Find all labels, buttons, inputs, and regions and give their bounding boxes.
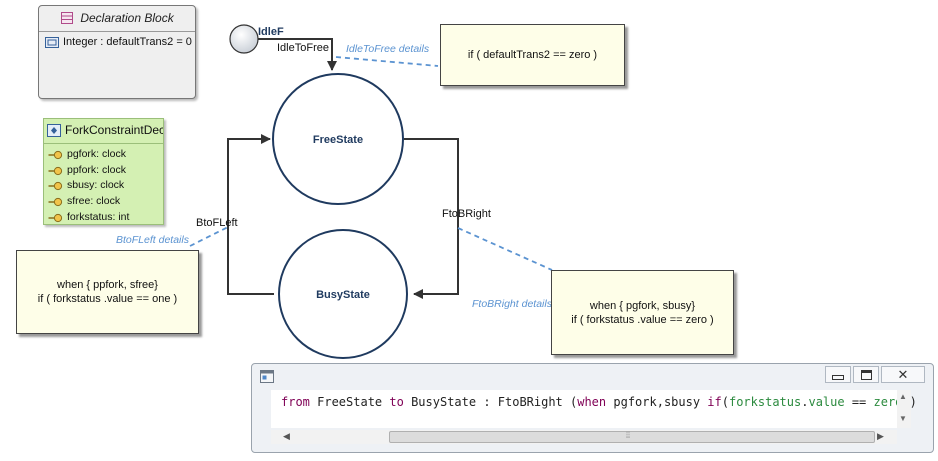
fork-item-label: sbusy: clock [67,179,125,192]
code-identifier: value [808,395,845,409]
code-identifier: forkstatus [728,395,802,409]
grip-icon: ⦙⦙ [626,430,631,440]
transition-idle-to-free-line[interactable] [258,38,337,71]
code-line: from FreeState to BusyState : FtoBRight … [281,395,917,409]
transition-text-editor[interactable]: ✕ from FreeState to BusyState : FtoBRigh… [251,363,934,453]
transition-idle-to-free-label[interactable]: IdleToFree [277,42,329,54]
b-to-f-left-detail-connector [189,226,229,247]
int-variable-icon [48,213,63,222]
code-text: pgfork,sbusy [606,395,708,409]
vertical-scrollbar[interactable]: ▲ ▼ [897,390,911,428]
b-to-f-left-note[interactable]: when { ppfork, sfree} if ( forkstatus .v… [16,250,199,334]
code-text: == [844,395,874,409]
scroll-right-icon[interactable]: ▶ [877,431,884,441]
code-keyword-to: to [389,395,404,409]
busy-state-node[interactable] [278,229,408,359]
code-text: ( [721,395,729,409]
free-state-node[interactable] [272,73,404,205]
idle-to-free-details-link[interactable]: IdleToFree details [346,43,430,55]
fork-constraint-divider [44,143,163,144]
declaration-block-icon [61,12,74,24]
clock-variable-icon [48,150,63,159]
list-item[interactable]: sbusy: clock [48,178,129,194]
clock-variable-icon [48,166,63,175]
idle-to-free-note-text: if ( defaultTrans2 == zero ) [467,49,598,61]
f-to-b-right-note-line1: when { pgfork, sbusy} [589,299,696,312]
declaration-block-divider [39,31,195,32]
scroll-down-icon[interactable]: ▼ [899,414,907,423]
declaration-block-title: Declaration Block [80,11,174,25]
scroll-left-icon[interactable]: ◀ [283,431,290,441]
f-to-b-right-note-line2: if ( forkstatus .value == zero ) [571,313,714,326]
minimize-icon [832,375,844,380]
transition-b-to-f-left-line[interactable] [227,134,274,295]
code-text: BusyState : FtoBRight ( [403,395,578,409]
variable-icon [45,36,59,48]
code-input[interactable]: from FreeState to BusyState : FtoBRight … [271,390,917,428]
fork-constraint-list: pgfork: clock ppfork: clock sbusy: clock… [48,147,130,224]
declaration-entry[interactable]: Integer : defaultTrans2 = 0 [45,36,192,48]
minimize-button[interactable] [825,366,851,383]
free-state-label: FreeState [313,134,363,146]
idle-to-free-detail-connector [335,56,439,67]
b-to-f-left-details-link[interactable]: BtoFLeft details [116,234,190,246]
initial-state-node[interactable] [229,24,259,54]
code-keyword-from: from [281,395,310,409]
fork-constraint-title: ForkConstraintDecl [65,123,164,137]
close-icon: ✕ [897,366,909,382]
code-text: FreeState [309,395,390,409]
fork-item-label: ppfork: clock [67,163,126,176]
transition-f-to-b-right-line[interactable] [404,138,459,299]
close-button[interactable]: ✕ [881,366,925,383]
code-identifier: zero [873,395,903,409]
clock-variable-icon [48,182,63,191]
f-to-b-right-detail-connector [457,227,553,271]
f-to-b-right-details-link[interactable]: FtoBRight details [472,298,553,310]
declaration-entry-text: Integer : defaultTrans2 = 0 [63,36,192,48]
declaration-block[interactable]: Declaration Block Integer : defaultTrans… [38,5,196,99]
fork-item-label: sfree: clock [67,195,121,208]
fork-constraint-header: ForkConstraintDecl [47,123,164,137]
initial-state-label: IdleF [258,26,284,38]
fork-constraint-block[interactable]: ForkConstraintDecl pgfork: clock ppfork:… [43,118,164,225]
idle-to-free-note[interactable]: if ( defaultTrans2 == zero ) [440,24,625,86]
b-to-f-left-note-line1: when { ppfork, sfree} [57,279,158,291]
busy-state-label: BusyState [316,289,370,301]
list-item[interactable]: pgfork: clock [48,147,129,163]
declaration-block-header: Declaration Block [39,11,195,25]
transition-f-to-b-right-label[interactable]: FtoBRight [442,208,491,220]
list-item[interactable]: sfree: clock [48,194,129,210]
code-keyword-if: if [707,395,722,409]
restore-icon [860,369,872,380]
fork-item-label: pgfork: clock [67,148,126,160]
fork-item-label: forkstatus: int [67,210,130,223]
code-keyword-when: when [577,395,607,409]
code-text: . [801,395,809,409]
list-item[interactable]: forkstatus: int [48,210,130,224]
horizontal-scrollbar[interactable]: ◀ ⦙⦙ ▶ [271,430,897,444]
f-to-b-right-note[interactable]: when { pgfork, sbusy} if ( forkstatus .v… [551,270,734,355]
constraint-icon [47,123,61,137]
b-to-f-left-note-line2: if ( forkstatus .value == one ) [37,293,178,305]
clock-variable-icon [48,197,63,207]
editor-window-icon [260,370,274,383]
transition-b-to-f-left-label[interactable]: BtoFLeft [196,217,238,229]
scrollbar-thumb[interactable]: ⦙⦙ [389,430,875,443]
scroll-up-icon[interactable]: ▲ [899,392,907,401]
restore-button[interactable] [853,366,879,383]
list-item[interactable]: ppfork: clock [48,163,129,179]
